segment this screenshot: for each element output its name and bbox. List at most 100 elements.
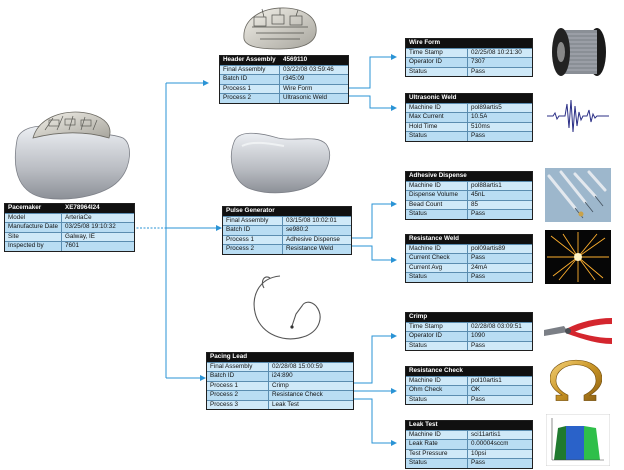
link-ultrasonic-weld: [347, 95, 397, 111]
table-header: Resistance Weld: [406, 235, 532, 244]
field-value: 45nL: [471, 191, 486, 199]
field-label: Status: [406, 459, 468, 468]
field-label: Model: [5, 214, 62, 223]
field-value: 85: [471, 200, 479, 208]
field-value: 0.00004sccm: [471, 440, 509, 448]
field-value: 7307: [471, 58, 486, 66]
table-id: [468, 235, 471, 244]
field-label: Current Avg: [406, 263, 468, 273]
field-label: Bead Count: [406, 200, 468, 210]
pacing-lead-image: [253, 275, 321, 340]
table-title: Pacing Lead: [210, 353, 248, 361]
field-value: r345:09: [283, 75, 305, 83]
table-title: Resistance Weld: [409, 235, 459, 243]
field-label: Final Assembly: [207, 363, 269, 372]
field-label: Machine ID: [406, 431, 468, 440]
field-value: Pass: [471, 459, 485, 467]
field-label: Process 1: [220, 84, 280, 94]
table-header: Pacing Lead: [207, 353, 353, 362]
crimp-tool-image: [540, 312, 614, 350]
field-label: Process 2: [223, 245, 283, 254]
field-label: Machine ID: [406, 104, 468, 113]
field-label: Final Assembly: [223, 217, 283, 226]
table-id: 4569110: [283, 56, 308, 64]
field-label: Machine ID: [406, 245, 468, 254]
field-label: Test Pressure: [406, 449, 468, 459]
table-header: Adhesive Dispense: [406, 172, 532, 181]
omega-resistance-image: [550, 359, 602, 401]
field-value: i24:890: [272, 372, 293, 380]
field-value: Adhesive Dispense: [286, 235, 340, 243]
table-id: [468, 39, 471, 48]
table-id: [468, 421, 471, 430]
table-id: [468, 94, 471, 103]
field-value: Pass: [471, 395, 485, 403]
table-title: Pacemaker: [8, 204, 42, 212]
table-title: Ultrasonic Weld: [409, 94, 457, 102]
field-label: Process 1: [223, 235, 283, 245]
table-id: [468, 367, 471, 376]
field-value: 02/28/08 03:09:51: [471, 323, 522, 331]
field-value: 03/25/08 19:10:32: [65, 223, 116, 231]
field-label: Batch ID: [207, 372, 269, 381]
table-title: Crimp: [409, 313, 428, 321]
field-value: 7601: [65, 242, 80, 250]
field-value: Pass: [471, 67, 485, 75]
table-header: Header Assembly 4569110: [220, 56, 348, 65]
field-value: Ultrasonic Weld: [283, 94, 327, 102]
table-id: [269, 353, 272, 362]
field-label: Dispense Volume: [406, 191, 468, 200]
field-label: Status: [406, 341, 468, 351]
field-label: Machine ID: [406, 182, 468, 191]
weld-spark-image: [545, 230, 611, 284]
field-value: 10psi: [471, 449, 487, 457]
field-value: Pass: [471, 132, 485, 140]
table-title: Adhesive Dispense: [409, 172, 467, 180]
table-id: [468, 172, 471, 181]
field-label: Status: [406, 273, 468, 282]
field-value: pol88artis1: [471, 182, 502, 190]
field-value: Pass: [471, 273, 485, 281]
field-value: 1090: [471, 332, 486, 340]
table-title: Header Assembly: [223, 56, 276, 64]
field-value: se980:2: [286, 226, 309, 234]
field-label: Process 3: [207, 400, 269, 409]
table-header: Ultrasonic Weld: [406, 94, 532, 103]
header-assembly-image: [243, 7, 317, 50]
